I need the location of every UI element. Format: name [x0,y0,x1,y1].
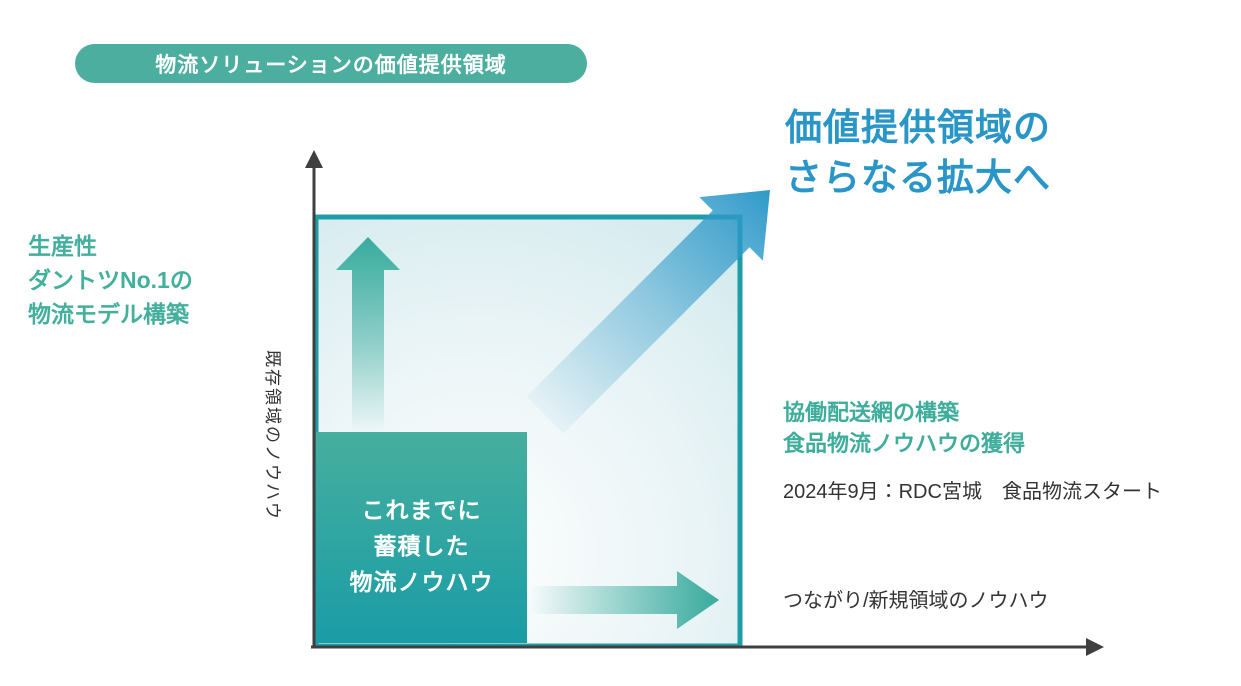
headline-line-1: 価値提供領域の [785,107,1051,148]
right-note: 協働配送網の構築 食品物流ノウハウの獲得 [783,397,1025,459]
headline-line-2: さらなる拡大へ [785,157,1051,198]
core-box-label: これまでに 蓄積した 物流ノウハウ [316,492,527,600]
growth-diagonal-arrow-icon [526,190,770,434]
up-arrow-icon [336,237,400,432]
right-note-line-2: 食品物流ノウハウの獲得 [783,431,1026,456]
left-note: 生産性 ダントツNo.1の 物流モデル構築 [28,229,193,331]
right-arrow-icon [530,571,719,629]
left-note-line-1: 生産性 [28,233,97,259]
core-box-line-1: これまでに [361,497,482,523]
title-badge: 物流ソリューションの価値提供領域 [75,44,587,83]
core-box-line-2: 蓄積した [373,533,470,559]
left-note-line-2: ダントツNo.1の [28,267,193,293]
core-knowhow-box [316,432,527,643]
left-note-line-3: 物流モデル構築 [28,301,189,327]
y-axis-arrowhead-icon [305,150,323,168]
right-note-detail: 2024年9月：RDC宮城 食品物流スタート [783,481,1162,503]
right-note-line-1: 協働配送網の構築 [783,400,960,425]
headline: 価値提供領域の さらなる拡大へ [785,103,1051,203]
x-axis-arrowhead-icon [1086,638,1104,656]
core-box-line-3: 物流ノウハウ [349,569,494,595]
y-axis-label: 既存領域のノウハウ [263,350,282,521]
title-badge-label: 物流ソリューションの価値提供領域 [155,53,507,77]
x-axis-label: つながり/新規領域のノウハウ [783,590,1049,612]
